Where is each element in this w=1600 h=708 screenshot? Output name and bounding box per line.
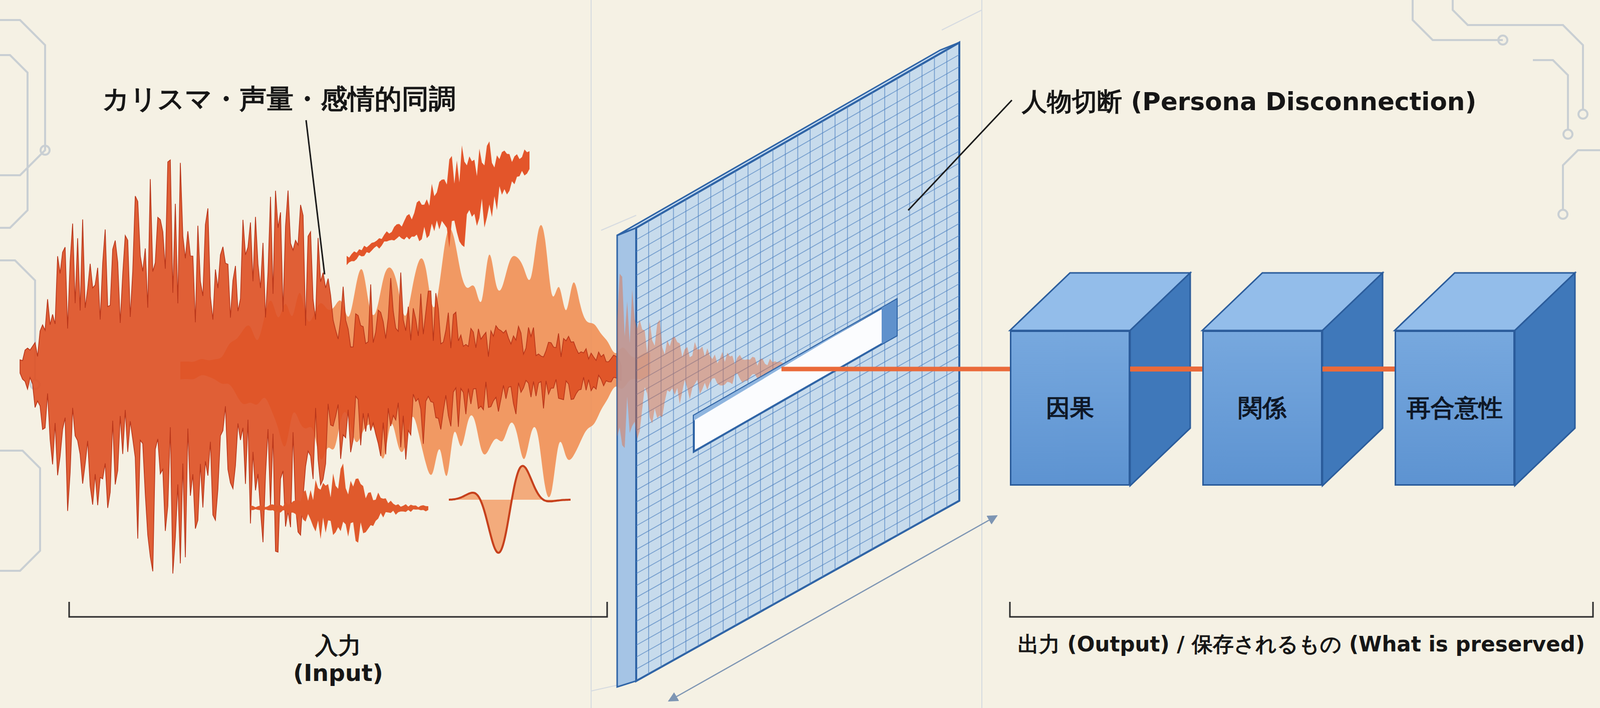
box-label: 因果 xyxy=(1045,392,1095,425)
bracket xyxy=(1009,602,1593,618)
annotation-label: カリスマ・声量・感情的同調 xyxy=(102,81,456,118)
grid-line xyxy=(636,464,960,646)
grid-line xyxy=(636,247,960,431)
bracket-label: 入力 (Input) xyxy=(273,632,404,688)
leader-line xyxy=(306,120,325,275)
grid-line xyxy=(636,139,960,324)
grid-line xyxy=(636,90,960,276)
bracket-label: 出力 (Output) / 保存されるもの (What is preserved… xyxy=(1013,632,1590,658)
grid-line xyxy=(636,452,960,634)
connector xyxy=(1130,366,1203,372)
grid-line xyxy=(636,380,960,563)
construction-lines xyxy=(591,0,982,708)
grid-line xyxy=(636,102,960,288)
bracket xyxy=(69,602,608,618)
signal-line xyxy=(781,367,1010,372)
grid-line xyxy=(636,308,960,491)
cube-box: 関係 xyxy=(1202,330,1323,486)
grid-line xyxy=(636,368,960,551)
box-label: 関係 xyxy=(1238,392,1287,425)
grid-line xyxy=(636,320,960,503)
grid-line xyxy=(636,440,960,622)
cube-side xyxy=(1514,273,1575,486)
grid-line xyxy=(636,476,960,658)
grid-line xyxy=(636,428,960,611)
leader-line xyxy=(908,100,1012,211)
dimension-line xyxy=(668,515,997,702)
waveforms xyxy=(20,141,651,574)
grid-panel xyxy=(617,42,960,688)
waveform xyxy=(448,465,571,554)
grid-line xyxy=(636,163,960,348)
grid-line xyxy=(636,175,960,360)
grid-line xyxy=(636,151,960,336)
cube-box: 再合意性 xyxy=(1394,330,1515,486)
connector xyxy=(1322,366,1395,372)
cube-side xyxy=(1130,273,1191,486)
grid-line xyxy=(636,404,960,586)
grid-line xyxy=(636,127,960,312)
grid-line xyxy=(636,54,960,240)
grid-line xyxy=(636,187,960,372)
waveform xyxy=(250,463,429,544)
box-label: 再合意性 xyxy=(1406,392,1503,425)
grid-line xyxy=(636,416,960,598)
grid-line xyxy=(636,296,960,479)
grid-line xyxy=(636,78,960,264)
grid-line xyxy=(636,392,960,574)
waveform xyxy=(346,141,530,265)
grid-line xyxy=(636,488,960,670)
slot xyxy=(693,299,897,452)
cube-side xyxy=(1322,273,1383,486)
cube-box: 因果 xyxy=(1009,330,1131,486)
grid-line xyxy=(636,66,960,252)
annotation-label: 人物切断 (Persona Disconnection) xyxy=(1021,85,1477,119)
waveform xyxy=(20,160,622,575)
